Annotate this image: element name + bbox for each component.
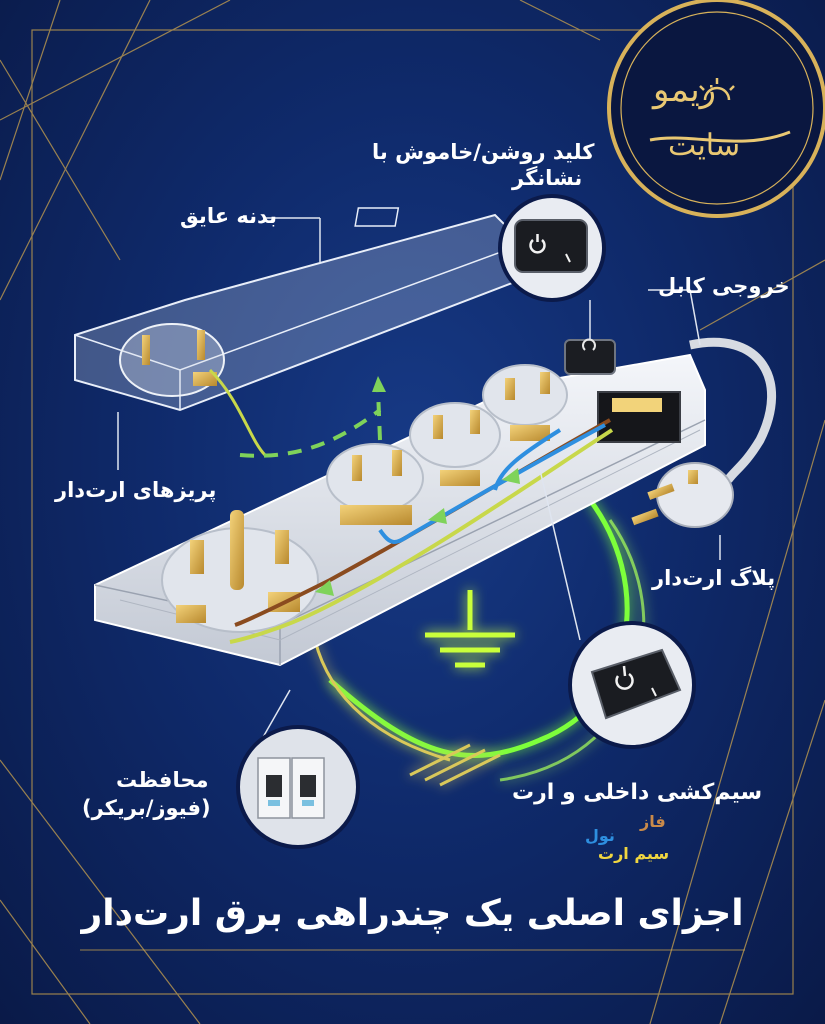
label-insulating-body: بدنه عایق [180,204,277,228]
label-wiring: سیم‌کشی داخلی و ارت [512,780,763,805]
legend-neutral: نول [585,826,615,845]
earth-stake [313,639,501,787]
label-cable-outlet: خروجی کابل [658,274,790,298]
assembly-arrows [239,389,382,458]
logo-line2: سایت [668,128,741,163]
earth-ground-icon [425,590,515,668]
power-icon [615,665,634,690]
logo-line1: زیمو [653,70,717,110]
lightbulb-icon [699,78,735,101]
page-title: اجزای اصلی یک چندراهی برق ارت‌دار [81,893,744,934]
legend-phase: فاز [640,812,666,831]
socket-arrows [315,468,520,596]
insulating-body-lid [74,207,521,457]
label-switch-line2: نشانگر [512,166,583,190]
callout-leaders [117,217,721,761]
legend-earth: سیم ارت [598,844,670,863]
logo-badge [607,0,825,218]
switch-magnifier [498,194,606,302]
label-protection-line1: محافظت [116,768,209,792]
arrow-head [372,376,386,392]
label-earthed-sockets: پریزهای ارت‌دار [55,478,217,502]
power-cable [689,337,777,483]
label-earthed-plug: پلاگ ارت‌دار [652,566,776,590]
label-protection-line2: (فیوز/بریکر) [82,796,211,820]
label-switch-line1: کلید روشن/خاموش با [372,140,595,164]
wiring-magnifier [568,621,696,749]
earthed-plug [631,462,734,528]
breaker-magnifier [236,725,360,849]
power-icon [529,234,546,254]
